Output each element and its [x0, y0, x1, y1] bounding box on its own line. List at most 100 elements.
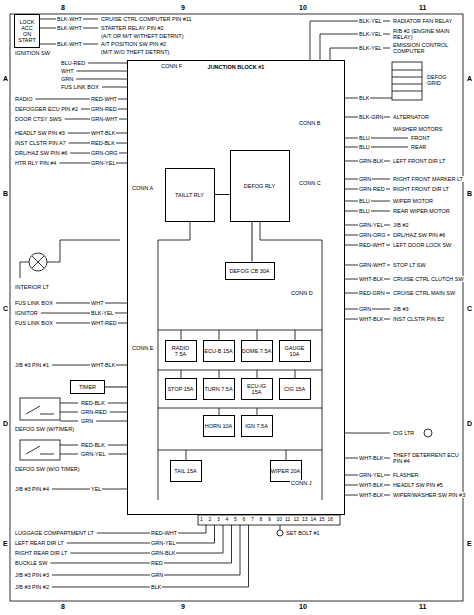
connection-label: CONN E — [131, 345, 154, 351]
wire-color: BLK-YEL — [358, 45, 383, 51]
wire-color: GRN — [358, 176, 372, 182]
connection-label: J/B #3 PIN #2 — [14, 584, 50, 590]
connection-label: LEFT FRONT DIR LT — [392, 158, 446, 164]
connection-label: BLU-RED — [60, 60, 86, 66]
wire — [345, 147, 408, 148]
connection-label: RED-BLK — [80, 400, 106, 406]
connection-label: CRUISE CTRL MAIN SW — [392, 290, 456, 296]
wire-color: BLK-WHT — [56, 16, 83, 22]
connection-label: DOOR CTSY SWS — [14, 116, 63, 122]
node-text: WIPER 20A — [271, 468, 300, 474]
switch-wire — [26, 445, 78, 454]
connection-label: DRL/HAZ SW PIN #6 — [14, 150, 68, 156]
grid-reference: 8 — [60, 603, 66, 611]
connection-label: STOP LT SW — [392, 262, 427, 268]
connection-label: GRN-YEL — [80, 451, 106, 457]
fuse-box: DOME 7.5A — [241, 340, 273, 362]
wire-connector — [252, 222, 253, 262]
connection-label: HEADLT SW PIN #5 — [392, 482, 444, 488]
node-text: ECU-IG 15A — [242, 383, 272, 395]
relay-wire — [158, 222, 322, 240]
node-text: IGN 7.5A — [245, 423, 268, 429]
connection-label: RIGHT REAR DIR LT — [14, 550, 68, 556]
wire — [76, 79, 127, 80]
node-text: TAIL 15A — [174, 468, 196, 474]
fuse-box: IGN 7.5A — [241, 415, 273, 437]
pin-number: 3 — [217, 516, 220, 522]
wire — [108, 403, 127, 404]
fuse-box: RADIO 7.5A — [165, 340, 197, 362]
connection-label: EMISSION CONTROL COMPUTER — [392, 42, 460, 54]
connection-label: DEFOG GRID — [426, 74, 462, 86]
wire-color: GRN — [358, 306, 372, 312]
wire — [345, 433, 390, 434]
wire-color: BLU — [358, 208, 371, 214]
wire — [102, 87, 127, 88]
grid-reference: 9 — [180, 603, 186, 611]
connection-label: LEFT DOOR LOCK SW — [392, 242, 452, 248]
wire-color: WHT-BLK — [358, 455, 384, 461]
connector-strip — [198, 515, 340, 525]
connection-label: J/B #3 PIN #4 — [14, 486, 50, 492]
connection-label: FLASHER — [392, 472, 419, 478]
connection-label: IGNITION SW — [14, 50, 51, 56]
relay-box: TAILLT RLY — [165, 168, 215, 222]
connection-label: LUGGAGE COMPARTMENT LT — [14, 530, 95, 536]
wire-color: BLK-YEL — [90, 310, 115, 316]
grid-reference: 9 — [180, 4, 186, 12]
pin-number: 1 — [200, 516, 203, 522]
connection-label: WIPER MOTOR — [392, 198, 434, 204]
wire — [77, 71, 127, 72]
node-text: JUNCTION BLOCK #1 — [208, 64, 265, 70]
switch-symbol — [20, 398, 60, 420]
connection-label: RIGHT FRONT DIR LT — [392, 186, 450, 192]
connection-label: STARTER RELAY PIN #2 — [100, 25, 165, 31]
connection-label: WASHER MOTORS — [392, 126, 444, 132]
connection-label: IGNITOR — [14, 310, 39, 316]
fuse-box: ECU-IG 15A — [241, 378, 273, 400]
wire-color: RED-WHT — [150, 530, 178, 536]
grid-reference: 10 — [298, 4, 308, 12]
timer-box: TIMER — [70, 380, 105, 394]
fuse-box: CIG 15A — [279, 378, 311, 400]
node-text: GAUGE 10A — [280, 345, 310, 357]
node-text: TAILLT RLY — [175, 192, 204, 198]
pin-number: 9 — [268, 516, 271, 522]
wire-color: WHT-BLK — [358, 276, 384, 282]
ignition-switch: LOCKACCONSTART — [14, 14, 40, 48]
grid-reference: D — [466, 420, 473, 428]
frame-border — [10, 14, 463, 601]
wire-color: BLK-WHT — [56, 41, 83, 47]
fuse-box: TAIL 15A — [170, 460, 202, 482]
wire — [108, 445, 127, 446]
node-text: LOCK — [20, 19, 35, 25]
wire-color: GRN-BLK — [358, 158, 384, 164]
node-text: TURN 7.5A — [204, 386, 232, 392]
connection-label: RED-BLK — [80, 442, 106, 448]
set-bolt-symbol — [277, 530, 283, 536]
wire-color: GRN-WHT — [358, 262, 387, 268]
connection-label: CRUISE CTRL COMPUTER PIN #11 — [100, 16, 192, 22]
connection-label: GRN — [60, 76, 74, 82]
wire-color: BLK-GRN — [358, 114, 384, 120]
relay-box: DEFOG RLY — [230, 150, 290, 222]
connection-label: HTR RLY PIN #4 — [14, 160, 57, 166]
pin-number: 11 — [285, 516, 290, 522]
connection-label: (A/T OR M/T W/THEFT DETRNT) — [100, 33, 185, 39]
wire — [96, 421, 127, 422]
connection-label: CONN A — [131, 185, 154, 191]
connection-label: GRN-RED — [80, 409, 108, 415]
grid-reference: 8 — [60, 4, 66, 12]
junction-block: JUNCTION BLOCK #1TAILLT RLYDEFOG RLYDEFO… — [127, 60, 345, 515]
fuse-box: STOP 15A — [165, 378, 197, 400]
wire — [310, 21, 390, 60]
wire — [108, 454, 127, 455]
wire-color: BLK — [358, 95, 370, 101]
grid-reference: A — [466, 75, 473, 83]
connection-label: SET BOLT #1 — [285, 530, 321, 536]
wire-color: GRN-YEL — [90, 160, 116, 166]
node-text: TIMER — [79, 384, 96, 390]
connection-label: DEFOG SW (W/O TIMER) — [14, 466, 81, 472]
wire-color: RED-WHT — [358, 242, 386, 248]
connection-label: J/B #3 PIN #1 — [14, 362, 50, 368]
